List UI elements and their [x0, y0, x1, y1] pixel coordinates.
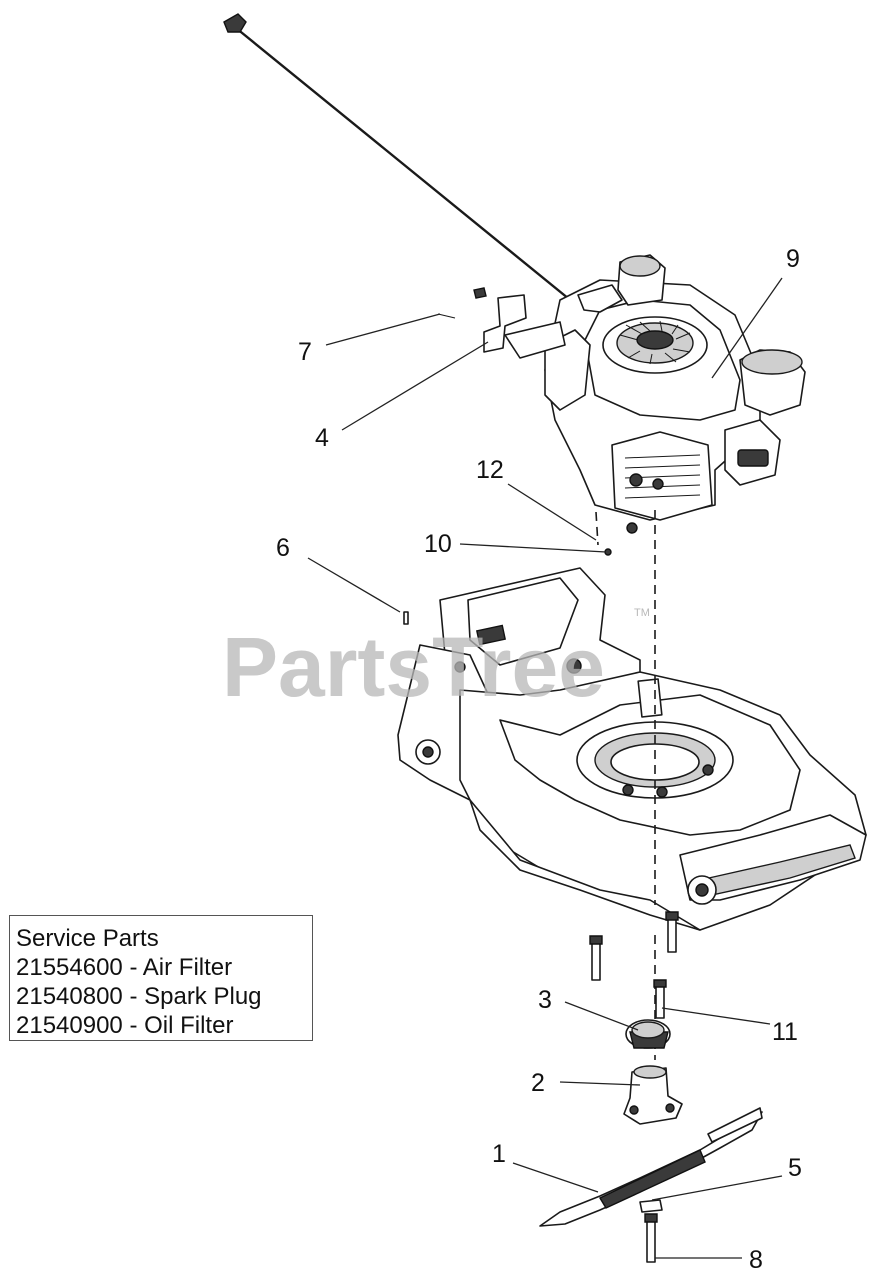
service-parts-title: Service Parts: [16, 925, 159, 952]
service-part-spark-plug: 21540800 - Spark Plug: [16, 983, 262, 1010]
mower-deck: [397, 567, 867, 931]
blade-washer-and-bolt: [639, 1199, 663, 1263]
callout-2: 2: [531, 1069, 545, 1097]
callout-7: 7: [298, 338, 312, 366]
deck-pin: [403, 611, 409, 625]
watermark-trademark: TM: [634, 607, 650, 619]
service-part-air-filter: 21554600 - Air Filter: [16, 954, 233, 981]
throttle-bracket: [437, 287, 566, 359]
callout-4: 4: [315, 424, 329, 452]
callout-1: 1: [492, 1140, 506, 1168]
callout-5: 5: [788, 1154, 802, 1182]
callout-10: 10: [424, 530, 452, 558]
callout-9: 9: [786, 245, 800, 273]
watermark-text: PartsTree: [222, 620, 605, 714]
engine-assembly: [544, 254, 806, 556]
mower-blade: [539, 1107, 763, 1227]
callout-12: 12: [476, 456, 504, 484]
callout-11: 11: [772, 1018, 798, 1046]
assembly-centerlines: [595, 510, 656, 1060]
leader-lines: [307, 277, 783, 1259]
blade-adapter: [623, 1065, 683, 1125]
callout-8: 8: [749, 1246, 763, 1274]
deck-bolts: [589, 911, 679, 1019]
callout-6: 6: [276, 534, 290, 562]
service-part-oil-filter: 21540900 - Oil Filter: [16, 1012, 234, 1039]
callout-labels: 1 2 3 4 5 6 7 8 9 10 11 12: [276, 245, 802, 1274]
service-parts-box: Service Parts 21554600 - Air Filter 2154…: [9, 915, 313, 1041]
callout-3: 3: [538, 986, 552, 1014]
throttle-cable: [223, 13, 586, 313]
blade-adapter-washer: [625, 1019, 671, 1049]
